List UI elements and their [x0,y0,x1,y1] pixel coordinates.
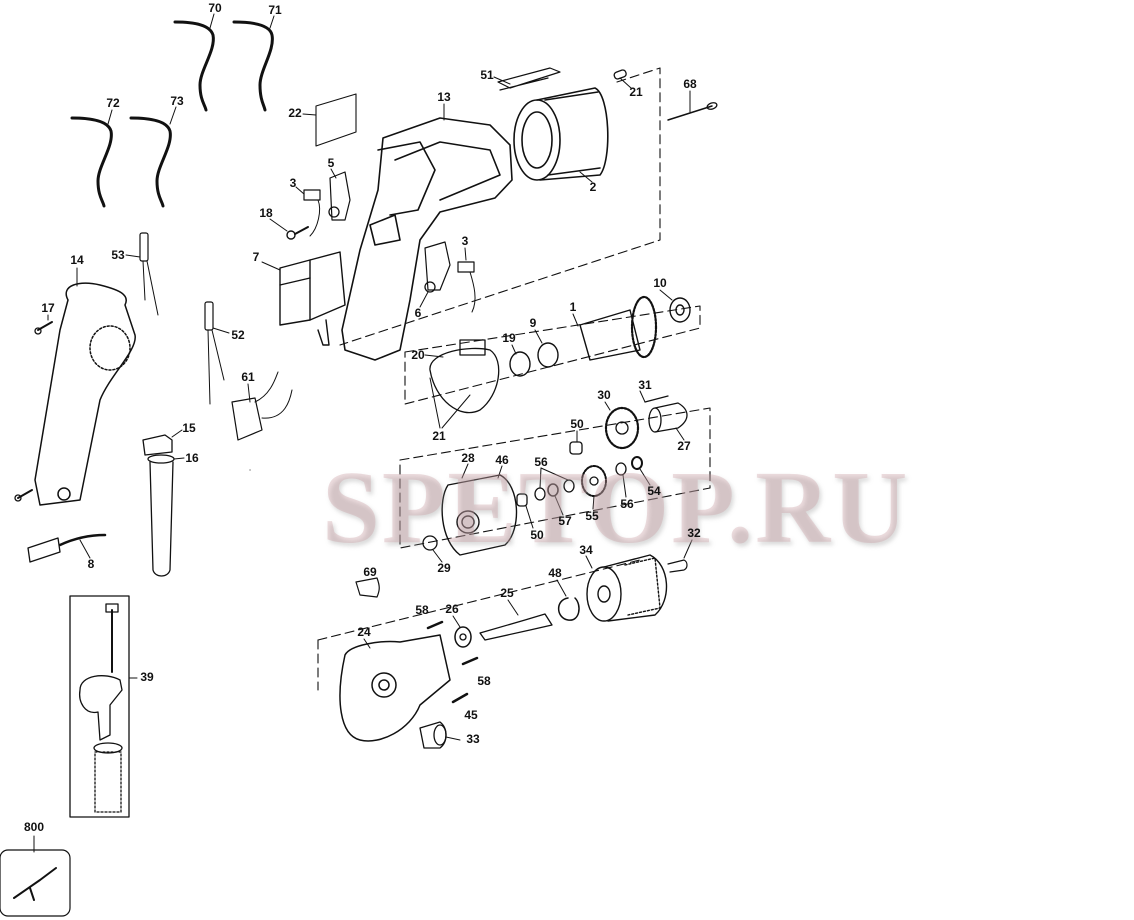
callout-56b: 56 [620,497,634,511]
callout-34: 34 [579,543,593,557]
callout-3a: 3 [289,176,297,190]
callout-18: 18 [259,206,273,220]
callout-21b: 21 [432,429,446,443]
callout-2: 2 [589,180,597,194]
callout-25: 25 [500,586,514,600]
callout-1: 1 [569,300,577,314]
callout-73: 73 [170,94,184,108]
callout-51: 51 [480,68,494,82]
part-24-gearcase [339,634,451,742]
callout-6: 6 [414,306,422,320]
callout-31: 31 [638,378,652,392]
callout-58a: 58 [415,603,429,617]
callout-54: 54 [647,484,661,498]
part-2-field [513,87,609,181]
callout-32: 32 [687,526,701,540]
callout-16: 16 [185,451,199,465]
callout-33: 33 [466,732,480,746]
callout-70: 70 [208,1,222,15]
callout-46: 46 [495,453,509,467]
part-13-housing [341,117,513,361]
callout-53: 53 [111,248,125,262]
callout-26: 26 [445,602,459,616]
callout-71: 71 [268,3,282,17]
callout-69: 69 [363,565,377,579]
callout-56a: 56 [534,455,548,469]
callout-13: 13 [437,90,451,104]
callout-17: 17 [41,301,55,315]
callout-55: 55 [585,509,599,523]
callout-9: 9 [529,316,537,330]
callout-21a: 21 [629,85,643,99]
callout-58b: 58 [477,674,491,688]
callout-68: 68 [683,77,697,91]
callout-61: 61 [241,370,255,384]
callout-3b: 3 [461,234,469,248]
callout-45: 45 [464,708,478,722]
callout-50a: 50 [570,417,584,431]
callout-24: 24 [357,625,371,639]
part-7-switch [279,251,346,346]
callout-28: 28 [461,451,475,465]
part-39-side-handle [69,595,130,818]
callout-5: 5 [327,156,335,170]
callout-20: 20 [411,348,425,362]
callout-48: 48 [548,566,562,580]
callout-10: 10 [653,276,667,290]
callout-29: 29 [437,561,451,575]
callout-50b: 50 [530,528,544,542]
callout-8: 8 [87,557,95,571]
callout-52: 52 [231,328,245,342]
callout-800: 800 [23,820,45,834]
callout-57: 57 [558,514,572,528]
callout-19: 19 [502,331,516,345]
part-22-label [315,93,357,147]
brush-lead-wires [70,20,274,208]
part-28-plate [441,474,518,556]
callout-27: 27 [677,439,691,453]
part-1-armature [509,295,691,377]
callout-15: 15 [182,421,196,435]
part-34-chuck [586,554,668,622]
callout-14: 14 [70,253,84,267]
callout-22: 22 [288,106,302,120]
callout-7: 7 [252,250,260,264]
callout-72: 72 [106,96,120,110]
callout-30: 30 [597,388,611,402]
callout-39: 39 [140,670,154,684]
part-14-handle [34,282,136,506]
